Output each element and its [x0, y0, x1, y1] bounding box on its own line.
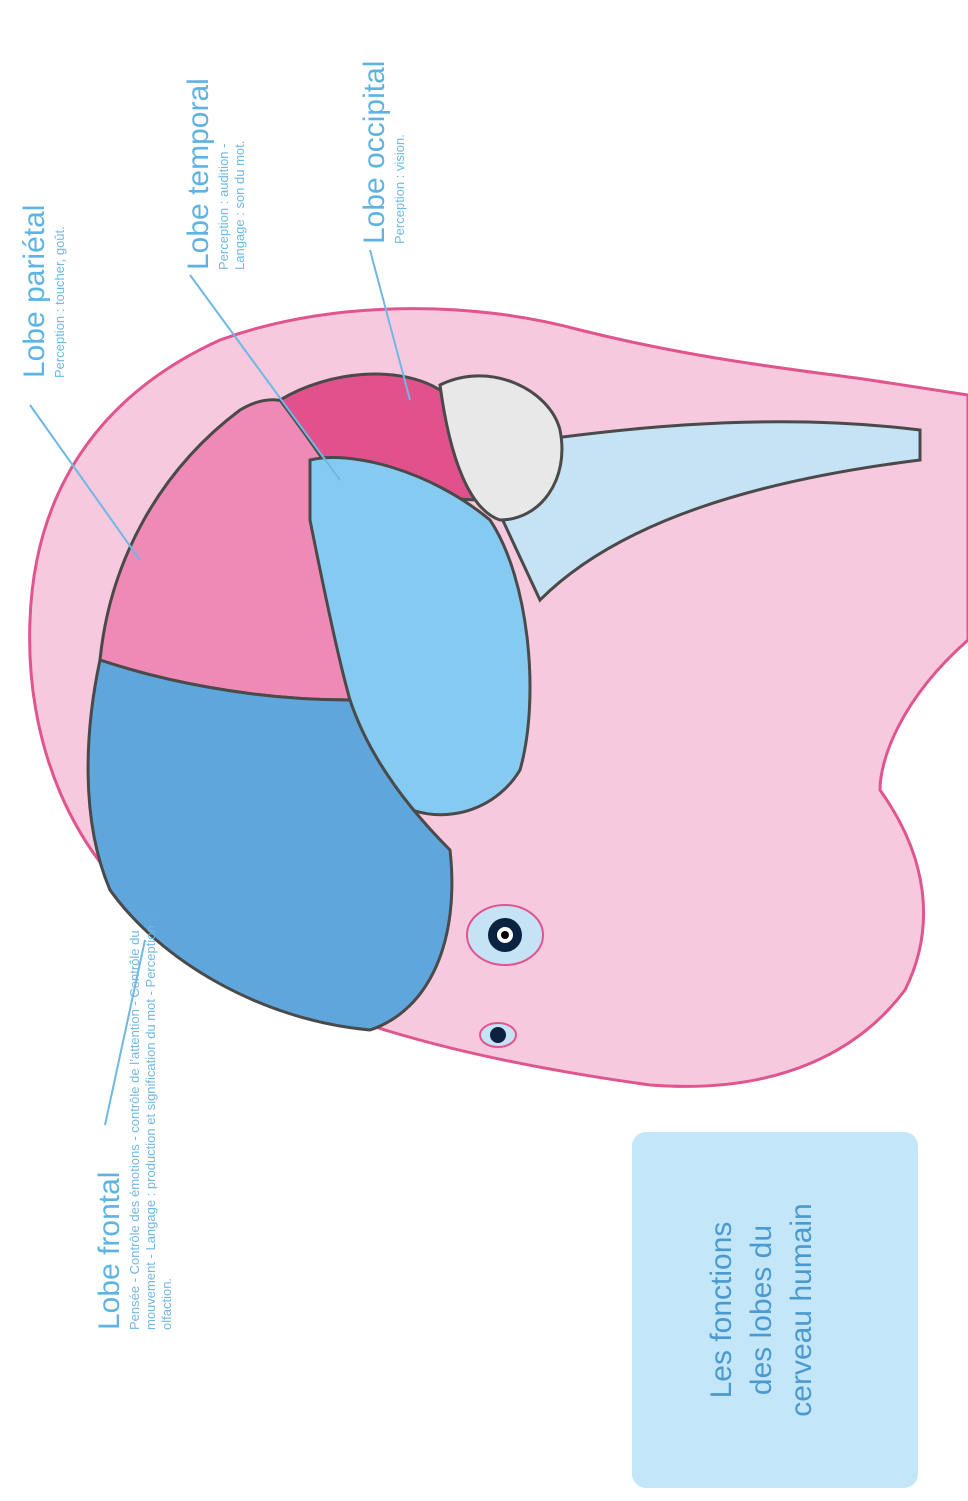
temporal-title: Lobe temporal — [182, 78, 216, 270]
label-occipital: Lobe occipital Perception : vision. — [358, 61, 408, 244]
parietal-desc: Perception : toucher, goût. — [52, 205, 68, 378]
eye-icon — [467, 905, 543, 965]
label-temporal: Lobe temporal Perception : audition - La… — [182, 78, 248, 270]
frontal-desc: Pensée - Contrôle des émotions - contrôl… — [127, 910, 175, 1330]
title-box: Les fonctions des lobes du cerveau humai… — [632, 1132, 918, 1488]
temporal-desc-1: Perception : audition - — [216, 78, 232, 270]
title-text: Les fonctions des lobes du cerveau humai… — [702, 1130, 822, 1490]
frontal-title: Lobe frontal — [93, 910, 127, 1330]
temporal-desc-2: Langage : son du mot. — [232, 78, 248, 270]
label-parietal: Lobe pariétal Perception : toucher, goût… — [18, 205, 68, 378]
label-frontal: Lobe frontal Pensée - Contrôle des émoti… — [93, 910, 175, 1330]
occipital-title: Lobe occipital — [358, 61, 392, 244]
parietal-title: Lobe pariétal — [18, 205, 52, 378]
eye-icon — [480, 1023, 516, 1047]
occipital-desc: Perception : vision. — [392, 61, 408, 244]
